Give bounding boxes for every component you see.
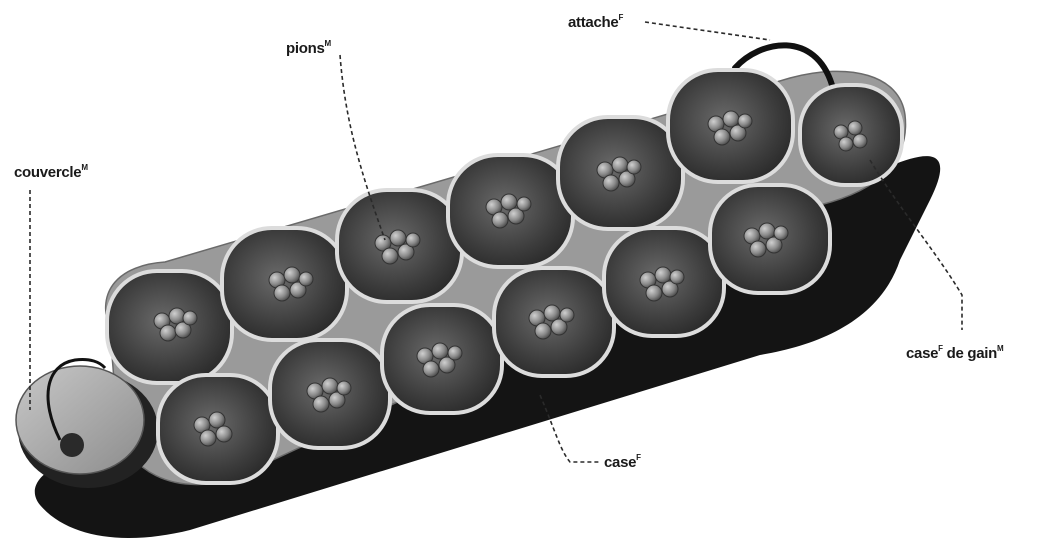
label-attache-sup: F bbox=[618, 13, 623, 22]
label-case-de-gain: caseF de gainM bbox=[906, 344, 1004, 362]
label-case: caseF bbox=[604, 453, 641, 471]
label-case-sup: F bbox=[636, 453, 641, 462]
label-couvercle-sup: M bbox=[81, 163, 88, 172]
label-couvercle-text: couvercle bbox=[14, 164, 81, 181]
label-case-de-gain-text2: de gain bbox=[943, 345, 997, 362]
label-pions-sup: M bbox=[325, 39, 332, 48]
svg-text:pionsM: pionsM bbox=[286, 39, 332, 57]
svg-text:attacheF: attacheF bbox=[568, 13, 623, 31]
svg-text:caseF: caseF bbox=[604, 453, 641, 471]
label-pions: pionsM bbox=[286, 39, 332, 57]
label-case-de-gain-sup2: M bbox=[997, 344, 1004, 353]
scoring-pit bbox=[800, 85, 902, 185]
svg-text:couvercleM: couvercleM bbox=[14, 163, 88, 181]
label-case-de-gain-text: case bbox=[906, 345, 938, 362]
leader-attache bbox=[645, 22, 770, 40]
label-case-text: case bbox=[604, 454, 636, 471]
label-couvercle: couvercleM bbox=[14, 163, 88, 181]
label-pions-text: pions bbox=[286, 40, 325, 57]
svg-text:caseF de gainM: caseF de gainM bbox=[906, 344, 1004, 362]
label-attache: attacheF bbox=[568, 13, 623, 31]
label-attache-text: attache bbox=[568, 14, 618, 31]
